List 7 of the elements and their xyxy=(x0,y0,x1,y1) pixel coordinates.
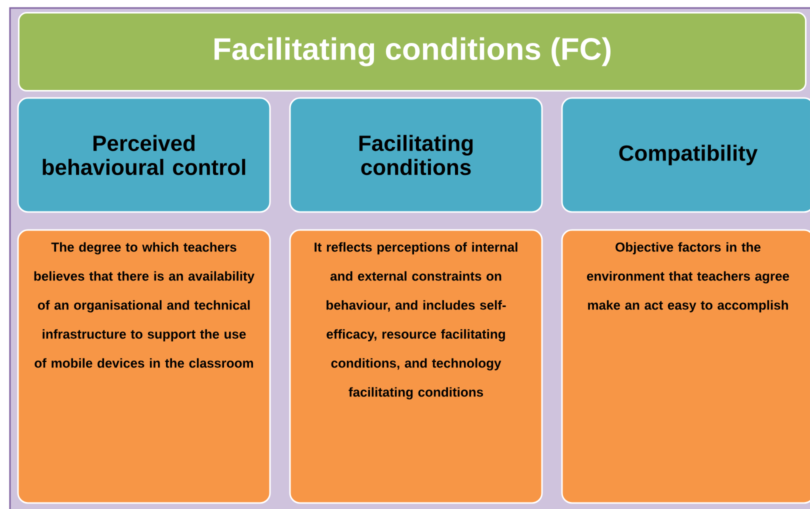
description-box: The degree to which teachers believes that there is an availability of an organisational and technical infrastructure to support the use of mobile devices in the classroom xyxy=(17,229,271,504)
heading-box: Facilitating conditions xyxy=(289,97,543,213)
heading-box: Perceived behavioural control xyxy=(17,97,271,213)
description-box: Objective factors in the environment that teachers agree make an act easy to accomplish xyxy=(561,229,810,504)
description-box: It reflects perceptions of internal and external constraints on behaviour, and includes self-efficacy, resource facilitating conditions, and technology facilitating conditions xyxy=(289,229,543,504)
heading-box: Compatibility xyxy=(561,97,810,213)
title-banner: Facilitating conditions (FC) xyxy=(18,12,806,92)
